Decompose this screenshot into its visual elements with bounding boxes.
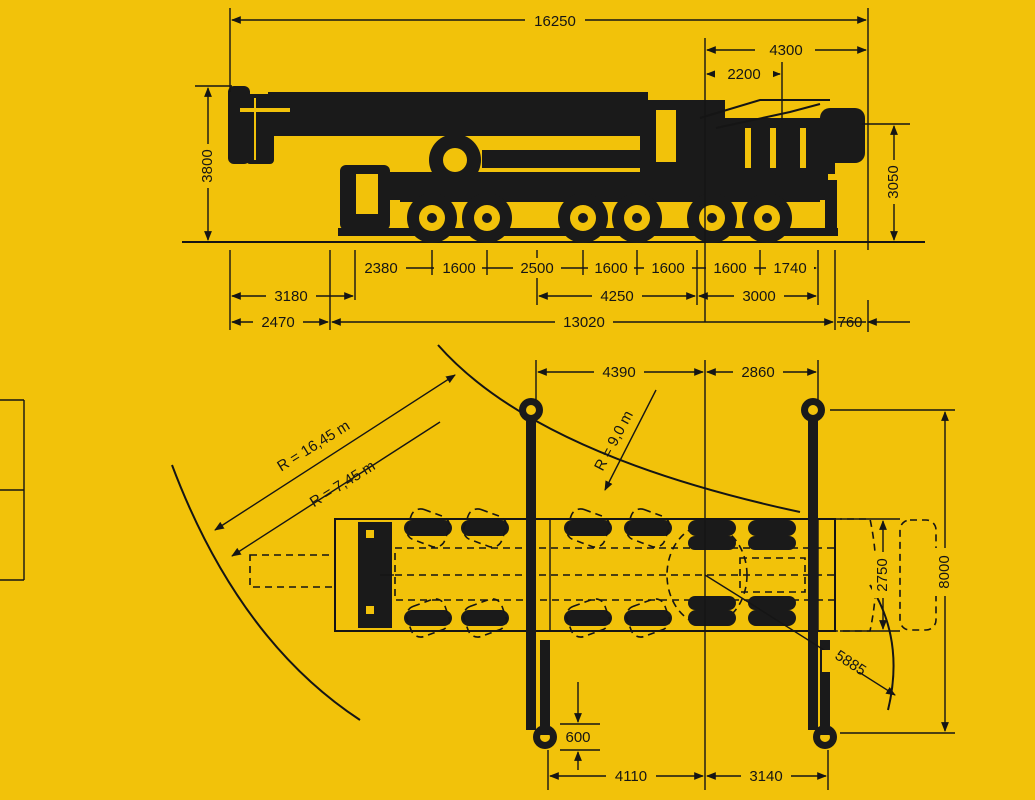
side-wheel-center bbox=[578, 213, 588, 223]
side-wheel-center bbox=[762, 213, 772, 223]
side-wheel-center bbox=[427, 213, 437, 223]
tyre-steer-outline bbox=[565, 508, 611, 548]
dim-2380: 2380 bbox=[364, 260, 397, 277]
dim-4390: 4390 bbox=[602, 364, 635, 381]
side-view: 16250 4300 2200 3800 3050 bbox=[182, 8, 925, 332]
tyre-top bbox=[624, 520, 672, 536]
radius-inner-label: R = 7,45 m bbox=[307, 457, 379, 511]
dim-4250: 4250 bbox=[600, 288, 633, 305]
tyre-top bbox=[748, 520, 796, 536]
dim-4110: 4110 bbox=[615, 768, 647, 785]
dim-3000: 3000 bbox=[742, 288, 775, 305]
tyre-top bbox=[688, 520, 736, 536]
tyre-steer-outline bbox=[405, 508, 451, 548]
top-view-dimensions: 4390 2860 4110 3140 600 2750 bbox=[535, 360, 956, 790]
dim-4300: 4300 bbox=[769, 42, 802, 59]
tyre-top bbox=[748, 610, 796, 626]
tyre-top bbox=[688, 610, 736, 626]
top-view-tyres bbox=[404, 508, 796, 638]
tyre-top bbox=[624, 610, 672, 626]
dim-600: 600 bbox=[565, 729, 590, 746]
dim-2200: 2200 bbox=[727, 66, 760, 83]
tyre-top bbox=[461, 610, 509, 626]
tyre-steer-outline bbox=[565, 598, 611, 638]
dim-3180: 3180 bbox=[274, 288, 307, 305]
dim-1600-a: 1600 bbox=[442, 260, 475, 277]
superstructure bbox=[482, 99, 865, 174]
dim-3800: 3800 bbox=[199, 149, 216, 182]
side-wheel-center bbox=[482, 213, 492, 223]
side-wheels bbox=[407, 193, 792, 243]
dim-1600-b: 1600 bbox=[594, 260, 627, 277]
tyre-top bbox=[564, 520, 612, 536]
tyre-top bbox=[461, 520, 509, 536]
dim-1740: 1740 bbox=[773, 260, 806, 277]
radius-outer-arc bbox=[171, 464, 361, 721]
dim-3140: 3140 bbox=[749, 768, 782, 785]
dim-2860: 2860 bbox=[741, 364, 774, 381]
tyre-top bbox=[564, 610, 612, 626]
tyre-top-dual bbox=[688, 596, 736, 610]
side-view-dimensions: 16250 4300 2200 3800 3050 bbox=[195, 8, 910, 332]
outriggers bbox=[519, 398, 837, 749]
tyre-top bbox=[404, 610, 452, 626]
tyre-top-dual bbox=[688, 536, 736, 550]
dim-16250: 16250 bbox=[534, 13, 576, 30]
dim-2750: 2750 bbox=[874, 558, 891, 591]
dim-3050: 3050 bbox=[885, 165, 902, 198]
dim-8000: 8000 bbox=[936, 555, 953, 588]
side-wheel-center bbox=[632, 213, 642, 223]
tyre-steer-outline bbox=[405, 598, 451, 638]
tyre-steer-outline bbox=[462, 598, 508, 638]
side-wheel-center bbox=[707, 213, 717, 223]
dim-2470: 2470 bbox=[261, 314, 294, 331]
tyre-steer-outline bbox=[625, 598, 671, 638]
dim-1600-c: 1600 bbox=[651, 260, 684, 277]
radius-9-arc bbox=[437, 344, 801, 513]
boom-tip-outline bbox=[249, 554, 336, 588]
dim-760: 760 bbox=[837, 314, 862, 331]
tyre-steer-outline bbox=[625, 508, 671, 548]
tyre-top bbox=[404, 520, 452, 536]
tyre-top-dual bbox=[748, 596, 796, 610]
top-view: R = 16,45 m R = 7,45 m R = 9,0 m bbox=[171, 344, 956, 790]
left-edge-marks bbox=[0, 399, 25, 581]
dim-2500: 2500 bbox=[520, 260, 553, 277]
dim-1600-d: 1600 bbox=[713, 260, 746, 277]
tyre-steer-outline bbox=[462, 508, 508, 548]
dim-13020: 13020 bbox=[563, 314, 605, 331]
tyre-top-dual bbox=[748, 536, 796, 550]
crane-boom bbox=[228, 86, 648, 164]
